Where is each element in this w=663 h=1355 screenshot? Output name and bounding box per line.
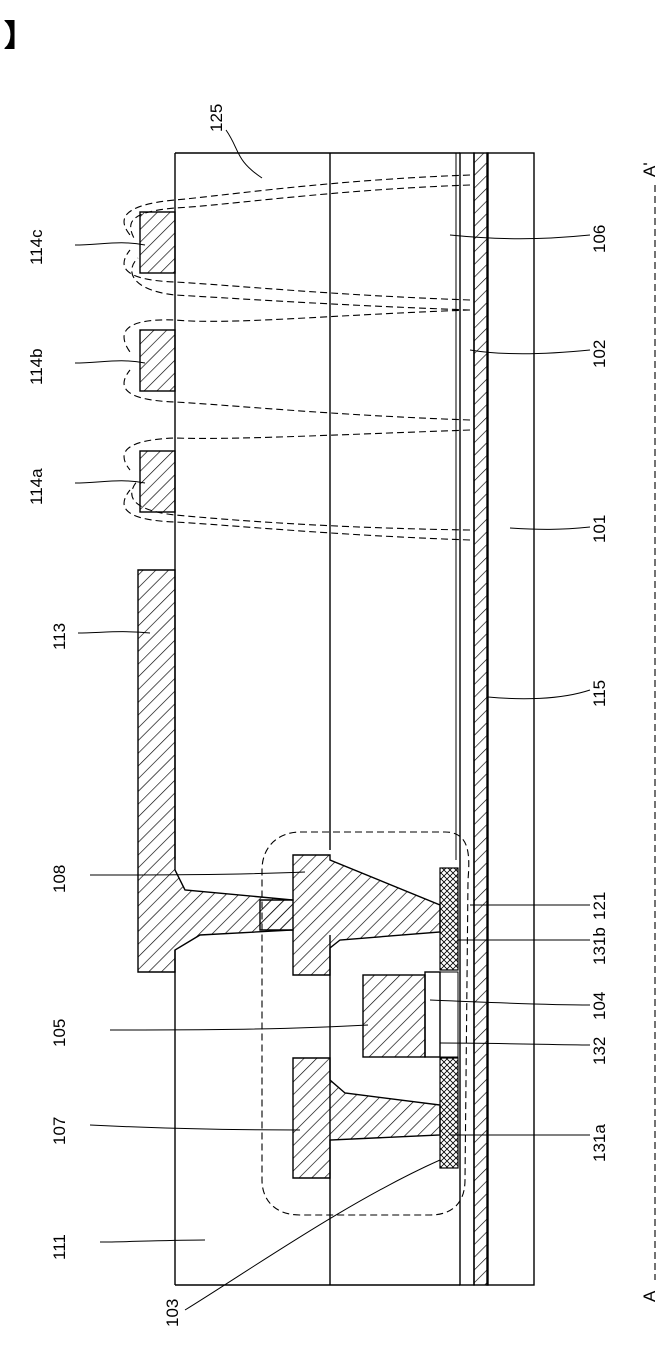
electrode-107 xyxy=(293,1058,440,1178)
region-131b xyxy=(440,868,458,970)
label-105: 105 xyxy=(50,1019,69,1047)
region-131a xyxy=(440,1058,458,1168)
layer-115 xyxy=(474,153,488,1285)
layer-102 xyxy=(460,153,474,1285)
gate-electrode-105 xyxy=(363,975,425,1057)
label-101: 101 xyxy=(590,515,609,543)
section-label-a: A xyxy=(640,1290,659,1302)
label-114b: 114b xyxy=(27,348,46,385)
label-104: 104 xyxy=(590,992,609,1020)
label-115: 115 xyxy=(590,680,609,707)
element-114b xyxy=(140,330,175,391)
label-125: 125 xyxy=(207,104,226,132)
corner-mark: 】 xyxy=(4,20,34,53)
gate-insulator-104 xyxy=(425,972,440,1057)
label-102: 102 xyxy=(590,340,609,368)
channel-132 xyxy=(440,972,458,1057)
label-111: 111 xyxy=(50,1234,69,1260)
label-113: 113 xyxy=(50,623,69,650)
label-131b: 131b xyxy=(590,927,609,965)
label-103: 103 xyxy=(163,1299,182,1327)
layer-113 xyxy=(138,570,293,972)
label-107: 107 xyxy=(50,1117,69,1145)
label-131a: 131a xyxy=(590,1124,609,1162)
section-label-a-prime: A' xyxy=(640,162,659,177)
element-114a xyxy=(140,451,175,512)
label-114a: 114a xyxy=(27,468,46,505)
field-lines-125 xyxy=(124,175,470,540)
label-114c: 114c xyxy=(27,229,46,265)
label-132: 132 xyxy=(590,1037,609,1065)
label-108: 108 xyxy=(50,865,69,893)
element-114c xyxy=(140,212,175,273)
substrate-101 xyxy=(487,153,534,1285)
label-121: 121 xyxy=(590,892,609,920)
label-106: 106 xyxy=(590,225,609,253)
